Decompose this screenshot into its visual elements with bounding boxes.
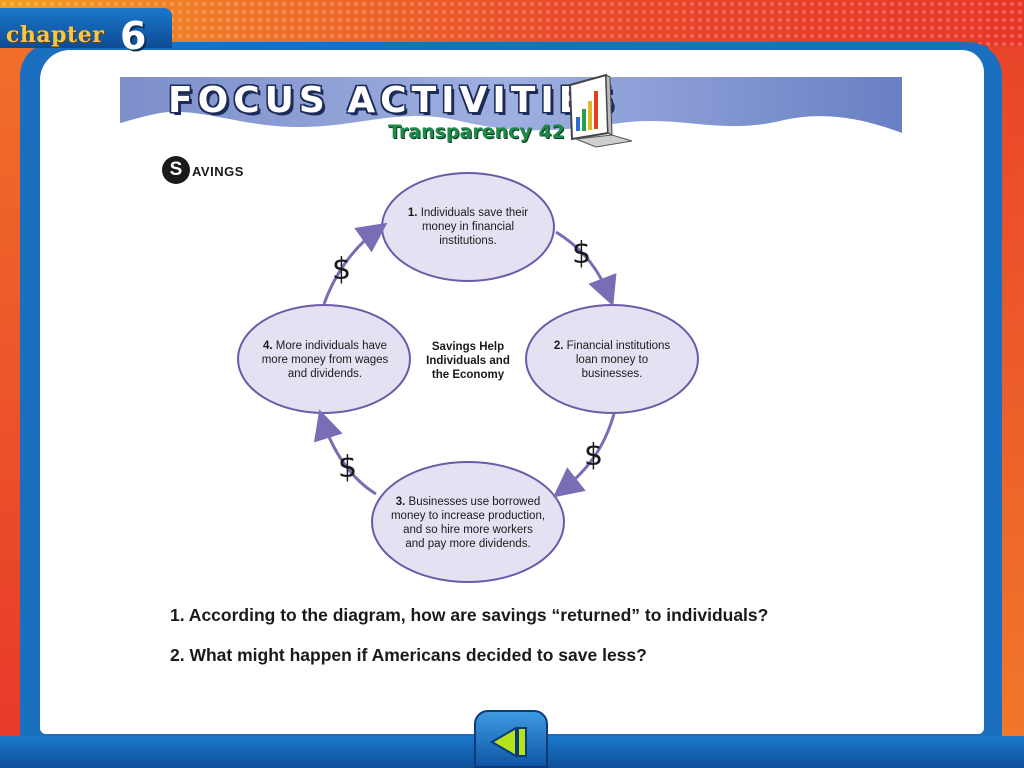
node-4-line: and dividends. <box>287 368 363 380</box>
node-3-line: Businesses use borrowed <box>408 496 541 508</box>
banner-subtitle: Transparency 42 <box>388 121 565 143</box>
section-title: AVINGS <box>192 164 244 179</box>
node-1-line: money in financial <box>421 221 515 233</box>
dollar-arrow-2: $ <box>584 438 604 473</box>
node-2-number: 2. <box>553 340 564 352</box>
dollar-arrow-4: $ <box>332 252 352 287</box>
node-4-line: More individuals have <box>275 340 388 352</box>
arrow-1-to-2 <box>555 230 617 307</box>
slide-paper <box>40 50 984 734</box>
chapter-label: chapter <box>6 22 105 48</box>
center-label-line: Individuals and <box>426 355 510 367</box>
bar-chart-monitor-icon <box>568 73 633 148</box>
center-label-line: the Economy <box>431 369 505 381</box>
back-triangle-icon <box>490 726 527 758</box>
center-label-line: Savings Help <box>431 341 505 353</box>
dollar-arrow-3: $ <box>338 450 358 485</box>
banner <box>120 77 902 135</box>
node-4-text: 4. More individuals have more money from… <box>250 339 400 381</box>
node-3-text: 3. Businesses use borrowed money to incr… <box>382 495 554 551</box>
node-3-ellipse <box>371 461 565 583</box>
chapter-tab: chapter 6 <box>0 8 172 58</box>
question-2: 2. What might happen if Americans decide… <box>170 645 647 665</box>
node-2-line: Financial institutions <box>566 340 671 352</box>
node-3-line: and pay more dividends. <box>405 538 531 550</box>
node-3-number: 3. <box>395 496 406 508</box>
banner-title: FOCUS ACTIVITIES <box>168 80 620 121</box>
node-1-line: Individuals save their <box>420 207 529 219</box>
section-initial: S <box>162 156 190 184</box>
node-1-number: 1. <box>407 207 418 219</box>
node-2-text: 2. Financial institutions loan money to … <box>542 339 682 381</box>
node-4-number: 4. <box>262 340 273 352</box>
node-3-line: money to increase production, <box>390 510 546 522</box>
banner-background <box>120 77 902 133</box>
node-2-line: businesses. <box>581 368 643 380</box>
node-1-line: institutions. <box>439 235 497 247</box>
chapter-number: 6 <box>120 14 147 58</box>
node-3-line: and so hire more workers <box>403 524 533 536</box>
node-1-text: 1. Individuals save their money in finan… <box>398 206 538 248</box>
diagram-center-label: Savings Help Individuals and the Economy <box>412 340 524 382</box>
node-4-line: more money from wages <box>261 354 389 366</box>
node-2-line: loan money to <box>575 354 649 366</box>
back-button[interactable] <box>474 710 548 768</box>
arrow-2-to-3 <box>552 413 616 498</box>
arrow-4-to-1 <box>322 222 388 305</box>
arrow-3-to-4 <box>313 409 377 496</box>
dollar-arrow-1: $ <box>572 236 592 271</box>
question-1: 1. According to the diagram, how are sav… <box>170 605 769 625</box>
